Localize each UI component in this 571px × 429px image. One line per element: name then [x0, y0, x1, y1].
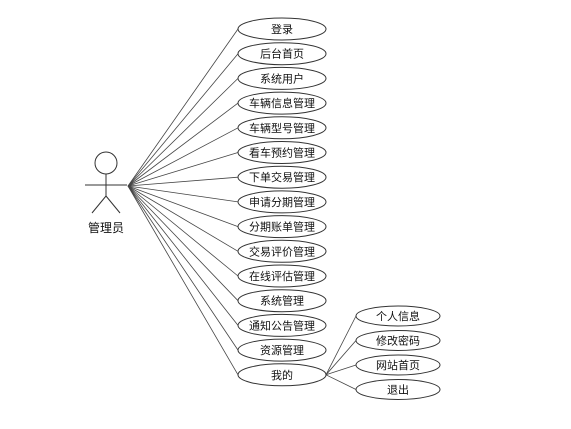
- use-case-system-manage[interactable]: 系统管理: [237, 289, 327, 313]
- sub-use-case-label: 修改密码: [376, 334, 420, 348]
- link-actor-resource: [127, 185, 239, 351]
- use-case-notice[interactable]: 通知公告管理: [237, 313, 327, 337]
- association-lines: [127, 28, 357, 390]
- sub-use-case-ellipse: [355, 354, 441, 376]
- use-case-ellipse: [237, 42, 327, 66]
- use-case-ellipse: [237, 313, 327, 337]
- use-case-vehicle-model[interactable]: 车辆型号管理: [237, 116, 327, 140]
- sub-use-case-label: 网站首页: [376, 358, 420, 372]
- actor-right-leg: [105, 195, 121, 214]
- use-case-ellipse: [237, 215, 327, 239]
- use-case-login[interactable]: 登录: [237, 17, 327, 41]
- actor-label: 管理员: [88, 220, 124, 235]
- link-actor-online-assessment: [127, 185, 239, 277]
- use-case-ellipse: [237, 289, 327, 313]
- use-case-ellipse: [237, 17, 327, 41]
- link-actor-system-manage: [127, 185, 239, 301]
- sub-use-case-label: 个人信息: [376, 309, 420, 323]
- use-case-mine[interactable]: 我的: [237, 363, 327, 387]
- use-case-label: 看车预约管理: [249, 146, 315, 160]
- use-case-label: 系统管理: [260, 294, 304, 308]
- sub-use-case-ellipse: [355, 379, 441, 400]
- use-case-label: 资源管理: [260, 343, 304, 357]
- link-mine-logout: [325, 374, 357, 390]
- use-case-label: 分期账单管理: [249, 220, 315, 234]
- actor-head: [94, 151, 118, 175]
- actor-left-leg: [91, 195, 107, 214]
- use-case-resource[interactable]: 资源管理: [237, 338, 327, 362]
- sub-use-case-label: 退出: [387, 383, 409, 397]
- use-case-online-assessment[interactable]: 在线评估管理: [237, 264, 327, 288]
- use-case-label: 在线评估管理: [249, 269, 315, 283]
- link-mine-change-password: [325, 340, 357, 376]
- use-case-label: 通知公告管理: [249, 318, 315, 332]
- use-case-viewing-booking[interactable]: 看车预约管理: [237, 141, 327, 164]
- link-mine-profile: [325, 315, 357, 375]
- link-actor-order-trade: [127, 176, 239, 187]
- use-case-ellipse: [237, 141, 327, 164]
- use-case-order-trade[interactable]: 下单交易管理: [237, 165, 327, 189]
- use-case-label: 系统用户: [260, 71, 304, 85]
- link-actor-admin-home: [127, 53, 239, 187]
- use-case-ellipse: [237, 165, 327, 189]
- link-actor-system-user: [127, 78, 239, 187]
- use-case-ellipse: [237, 66, 327, 90]
- link-actor-viewing-booking: [127, 152, 239, 187]
- link-actor-trade-review: [127, 185, 239, 252]
- use-case-system-user[interactable]: 系统用户: [237, 66, 327, 90]
- link-actor-vehicle-model: [127, 127, 239, 187]
- use-case-list: 登录后台首页系统用户车辆信息管理车辆型号管理看车预约管理下单交易管理申请分期管理…: [237, 17, 327, 387]
- link-actor-vehicle-info: [127, 102, 239, 187]
- link-actor-notice: [127, 185, 239, 326]
- use-case-label: 车辆信息管理: [249, 96, 315, 110]
- link-actor-installment-bill: [127, 185, 239, 227]
- use-case-label: 登录: [271, 22, 293, 36]
- sub-use-case-site-home[interactable]: 网站首页: [355, 354, 441, 376]
- use-case-installment-apply[interactable]: 申请分期管理: [237, 190, 327, 214]
- use-case-ellipse: [237, 264, 327, 288]
- sub-use-case-logout[interactable]: 退出: [355, 379, 441, 400]
- use-case-label: 交易评价管理: [249, 244, 315, 258]
- sub-use-case-profile[interactable]: 个人信息: [355, 305, 441, 327]
- use-case-ellipse: [237, 239, 327, 263]
- use-case-vehicle-info[interactable]: 车辆信息管理: [237, 91, 327, 115]
- use-case-label: 后台首页: [260, 47, 304, 61]
- use-case-label: 下单交易管理: [249, 170, 315, 184]
- link-actor-mine: [127, 185, 239, 376]
- use-case-label: 我的: [271, 368, 293, 382]
- link-actor-login: [127, 28, 239, 187]
- use-case-admin-home[interactable]: 后台首页: [237, 42, 327, 66]
- sub-use-case-change-password[interactable]: 修改密码: [355, 330, 441, 351]
- use-case-ellipse: [237, 363, 327, 387]
- link-mine-site-home: [325, 364, 357, 376]
- use-case-ellipse: [237, 116, 327, 140]
- use-case-installment-bill[interactable]: 分期账单管理: [237, 215, 327, 239]
- use-case-ellipse: [237, 338, 327, 362]
- link-actor-installment-apply: [127, 185, 239, 203]
- use-case-label: 申请分期管理: [249, 195, 315, 209]
- use-case-ellipse: [237, 91, 327, 115]
- use-case-label: 车辆型号管理: [249, 121, 315, 135]
- sub-use-case-ellipse: [355, 330, 441, 351]
- actor-admin: 管理员: [85, 151, 127, 235]
- sub-use-case-ellipse: [355, 305, 441, 327]
- use-case-ellipse: [237, 190, 327, 214]
- use-case-trade-review[interactable]: 交易评价管理: [237, 239, 327, 263]
